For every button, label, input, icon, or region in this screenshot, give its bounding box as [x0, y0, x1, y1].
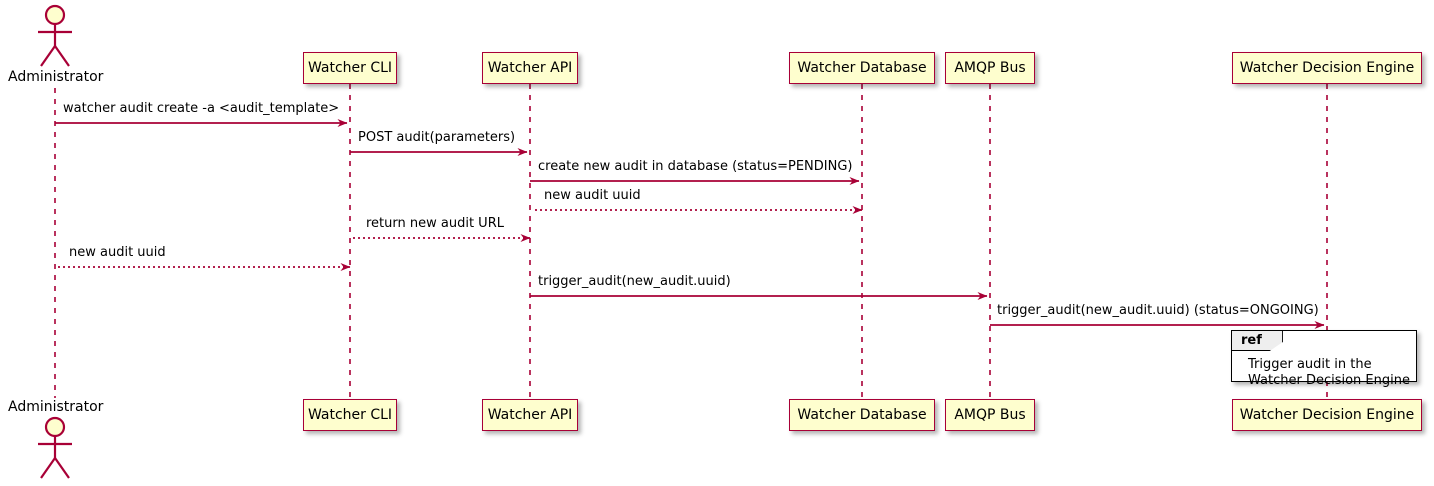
message-label-msg-7: trigger_audit(new_audit.uuid) [538, 274, 731, 289]
participant-label: AMQP Bus [954, 60, 1026, 76]
participant-bottom-watcher-database[interactable]: Watcher Database [789, 399, 935, 431]
participant-bottom-watcher-cli[interactable]: Watcher CLI [303, 399, 397, 431]
message-arrows [55, 119, 1325, 329]
actor-administrator-top [38, 4, 72, 67]
ref-fragment-tab: ref [1232, 331, 1283, 351]
actor-label-administrator-bottom: Administrator [8, 399, 104, 415]
ref-fragment-line-1: Trigger audit in the [1248, 357, 1372, 372]
participant-top-watcher-cli[interactable]: Watcher CLI [303, 52, 397, 84]
participant-label: Watcher Database [797, 407, 927, 423]
message-label-msg-5: return new audit URL [366, 216, 504, 231]
message-label-msg-8: trigger_audit(new_audit.uuid) (status=ON… [997, 303, 1319, 318]
lifelines [54, 84, 1328, 398]
message-label-msg-1: watcher audit create -a <audit_template> [63, 101, 340, 116]
participant-label: Watcher Decision Engine [1239, 407, 1415, 423]
participant-bottom-amqp-bus[interactable]: AMQP Bus [945, 399, 1035, 431]
participant-label: Watcher Database [797, 60, 927, 76]
message-label-msg-4: new audit uuid [544, 188, 641, 203]
participant-label: Watcher API [487, 60, 573, 76]
participant-bottom-watcher-decision-engine[interactable]: Watcher Decision Engine [1232, 399, 1422, 431]
message-label-msg-2: POST audit(parameters) [358, 130, 516, 145]
participant-top-amqp-bus[interactable]: AMQP Bus [945, 52, 1035, 84]
participant-top-watcher-decision-engine[interactable]: Watcher Decision Engine [1232, 52, 1422, 84]
actor-label-administrator-top: Administrator [8, 69, 104, 85]
participant-label: Watcher CLI [307, 407, 393, 423]
participant-bottom-watcher-api[interactable]: Watcher API [482, 399, 578, 431]
ref-fragment-line-2: Watcher Decision Engine [1248, 373, 1410, 389]
actor-administrator-bottom [38, 416, 72, 479]
participant-label: Watcher Decision Engine [1239, 60, 1415, 76]
participant-label: Watcher CLI [307, 60, 393, 76]
ref-fragment-text: Trigger audit in the Watcher Decision En… [1248, 357, 1410, 390]
participant-label: Watcher API [487, 407, 573, 423]
message-label-msg-6: new audit uuid [69, 245, 166, 260]
participant-top-watcher-api[interactable]: Watcher API [482, 52, 578, 84]
message-label-msg-3: create new audit in database (status=PEN… [538, 159, 853, 174]
participant-top-watcher-database[interactable]: Watcher Database [789, 52, 935, 84]
ref-fragment[interactable]: ref Trigger audit in the Watcher Decisio… [1231, 330, 1417, 388]
participant-label: AMQP Bus [954, 407, 1026, 423]
